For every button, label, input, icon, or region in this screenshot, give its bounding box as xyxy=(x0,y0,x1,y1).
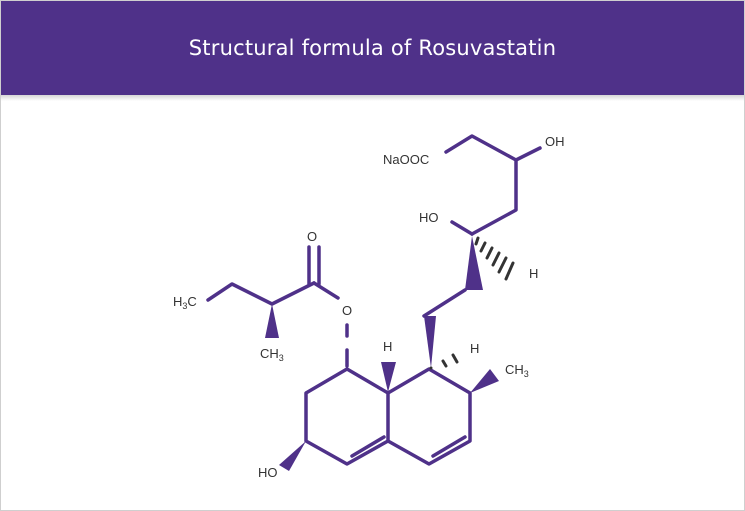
wedge-ch3-right xyxy=(470,369,499,393)
page-title: Structural formula of Rosuvastatin xyxy=(188,35,557,60)
atom-labels: NaOOC OH HO H O O H3C CH3 H H CH3 HO xyxy=(173,134,565,480)
ester-o-bond-top xyxy=(312,281,340,300)
chain-bonds xyxy=(444,134,518,236)
h3c-sub: 3 xyxy=(182,301,187,311)
bond-lines xyxy=(206,134,542,466)
label-h-ring-left: H xyxy=(383,339,392,354)
h3c-c: C xyxy=(187,294,196,309)
label-ho-ring: HO xyxy=(258,465,278,480)
label-oh-top: OH xyxy=(545,134,565,149)
left-ring-bonds xyxy=(304,367,390,466)
wedge-chain-down xyxy=(465,236,483,290)
wedge-ring-h xyxy=(381,362,396,392)
ch3-right-sub: 3 xyxy=(524,369,529,379)
label-carbonyl-o: O xyxy=(307,229,317,244)
label-ester-o: O xyxy=(342,303,352,318)
title-banner: Structural formula of Rosuvastatin xyxy=(0,0,745,95)
label-h3c: H3C xyxy=(173,294,197,311)
label-h-ring-right: H xyxy=(470,341,479,356)
oh-top-bond xyxy=(514,146,542,162)
chain-to-ring-bonds xyxy=(422,288,467,318)
ester-chain-bonds xyxy=(206,281,316,306)
label-ch3-right: CH3 xyxy=(505,362,529,379)
ch3-left-sub: 3 xyxy=(279,353,284,363)
ch3-right-main: CH xyxy=(505,362,524,377)
wedge-ring-up xyxy=(424,316,436,368)
ho-chain-bond xyxy=(450,220,474,236)
hash-ring-h xyxy=(429,353,459,370)
hash-chain-h xyxy=(474,236,515,281)
label-naooc: NaOOC xyxy=(383,152,429,167)
stereo-wedges xyxy=(265,236,499,471)
label-ho-chain: HO xyxy=(419,210,439,225)
wedge-ester-ch3 xyxy=(265,304,279,338)
left-ring-double-bond xyxy=(350,435,386,458)
hashed-bonds xyxy=(429,236,515,370)
ch3-left-main: CH xyxy=(260,346,279,361)
label-h-chain: H xyxy=(529,266,538,281)
right-ring-double-bond xyxy=(431,435,467,458)
banner-shadow xyxy=(0,95,745,101)
wedge-ho-ring xyxy=(279,441,306,471)
carbonyl-double-bond xyxy=(307,245,321,286)
label-ch3-left: CH3 xyxy=(260,346,284,363)
h3c-h: H xyxy=(173,294,182,309)
right-ring-bonds xyxy=(386,367,472,466)
